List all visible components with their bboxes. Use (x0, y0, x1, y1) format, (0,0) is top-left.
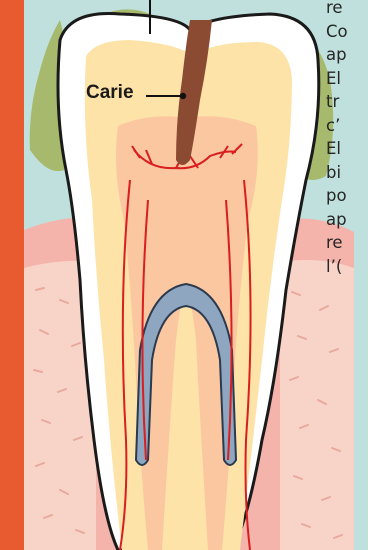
side-text-line: l’( (326, 255, 368, 279)
side-text-line: ap (326, 43, 368, 67)
side-text-line: Co (326, 20, 368, 44)
side-text-line: tr (326, 90, 368, 114)
side-text-line: El (326, 67, 368, 91)
side-text-line: bi (326, 161, 368, 185)
side-text-line: ap (326, 208, 368, 232)
side-text-line: re (326, 231, 368, 255)
carie-label: Carie (86, 82, 134, 104)
cropped-side-text: re Co ap El tr c’ El bi po ap re l’( (326, 0, 368, 278)
side-text-line: re (326, 0, 368, 20)
left-accent-band (0, 0, 24, 550)
carie-pointer-dot (180, 93, 186, 99)
side-text-line: c’ (326, 114, 368, 138)
side-text-line: po (326, 184, 368, 208)
side-text-line: El (326, 137, 368, 161)
